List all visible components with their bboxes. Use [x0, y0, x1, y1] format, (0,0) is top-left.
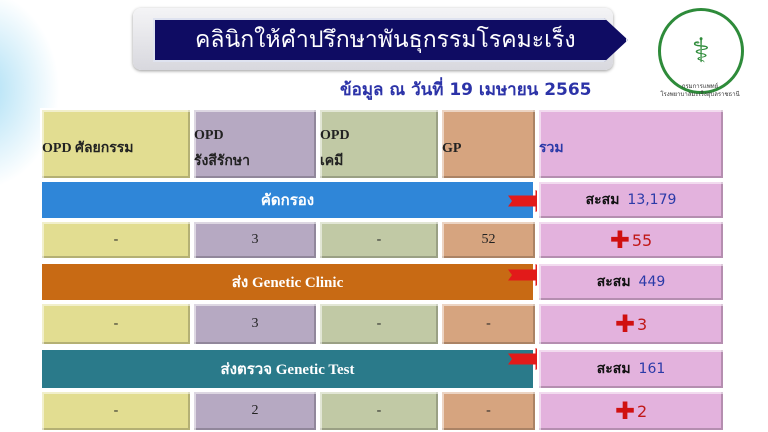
cum-label: สะสม [596, 361, 631, 377]
table-cell: 3 [192, 220, 318, 260]
dept-name: กรมการแพทย์ [681, 83, 719, 90]
cum-value: 161 [638, 361, 666, 377]
cum-value: 449 [638, 274, 666, 290]
header-opd-radiation: OPD รังสีรักษา [192, 108, 318, 180]
cumulative-genetic-test: สะสม 161 [537, 348, 725, 390]
page-title: คลินิกให้คำปรึกษาพันธุกรรมโรคมะเร็ง [153, 18, 628, 62]
new-genetic-test: ✚2 [537, 390, 725, 432]
section-screening: คัดกรอง [40, 180, 535, 220]
hospital-label: กรมการแพทย์โรงพยาบาลมะเร็งอุบลราชธานี [640, 83, 760, 99]
table-cell: 52 [440, 220, 537, 260]
section-genetic-clinic: ส่ง Genetic Clinic [40, 262, 535, 302]
new-value: 55 [631, 230, 653, 250]
table-cell: - [40, 220, 192, 260]
table-cell: - [440, 390, 537, 432]
header-label: GP [442, 141, 462, 156]
table-cell: - [40, 302, 192, 346]
header-opd-surgery: OPD ศัลยกรรม [40, 108, 192, 180]
plus-icon: ✚ [614, 397, 635, 425]
table-cell: 3 [192, 302, 318, 346]
header-label: OPD ศัลยกรรม [42, 141, 134, 156]
new-value: 2 [636, 401, 648, 421]
header-label: รวม [539, 141, 564, 156]
table-cell: - [40, 390, 192, 432]
table-cell: - [440, 302, 537, 346]
table-cell: - [318, 302, 440, 346]
cumulative-screening: สะสม 13,179 [537, 180, 725, 220]
cum-label: สะสม [585, 192, 620, 208]
hospital-name: โรงพยาบาลมะเร็งอุบลราชธานี [660, 91, 740, 98]
ministry-logo: ⚕ [658, 8, 744, 94]
header-sublabel: รังสีรักษา [194, 154, 250, 169]
header-total: รวม [537, 108, 725, 180]
header-label: OPD [194, 128, 224, 143]
plus-icon: ✚ [609, 226, 630, 254]
cum-value: 13,179 [627, 192, 677, 208]
header-label: OPD [320, 128, 350, 143]
new-genetic-clinic: ✚3 [537, 302, 725, 346]
table-cell: - [318, 390, 440, 432]
header-sublabel: เคมี [320, 154, 344, 169]
new-screening: ✚55 [537, 220, 725, 260]
header-gp: GP [440, 108, 537, 180]
table-cell: - [318, 220, 440, 260]
section-genetic-test: ส่งตรวจ Genetic Test [40, 348, 535, 390]
data-date: ข้อมูล ณ วันที่ 19 เมษายน 2565 [340, 80, 592, 100]
cum-label: สะสม [596, 274, 631, 290]
header-opd-chemo: OPD เคมี [318, 108, 440, 180]
cumulative-genetic-clinic: สะสม 449 [537, 262, 725, 302]
plus-icon: ✚ [614, 310, 635, 338]
table-cell: 2 [192, 390, 318, 432]
new-value: 3 [636, 314, 648, 334]
